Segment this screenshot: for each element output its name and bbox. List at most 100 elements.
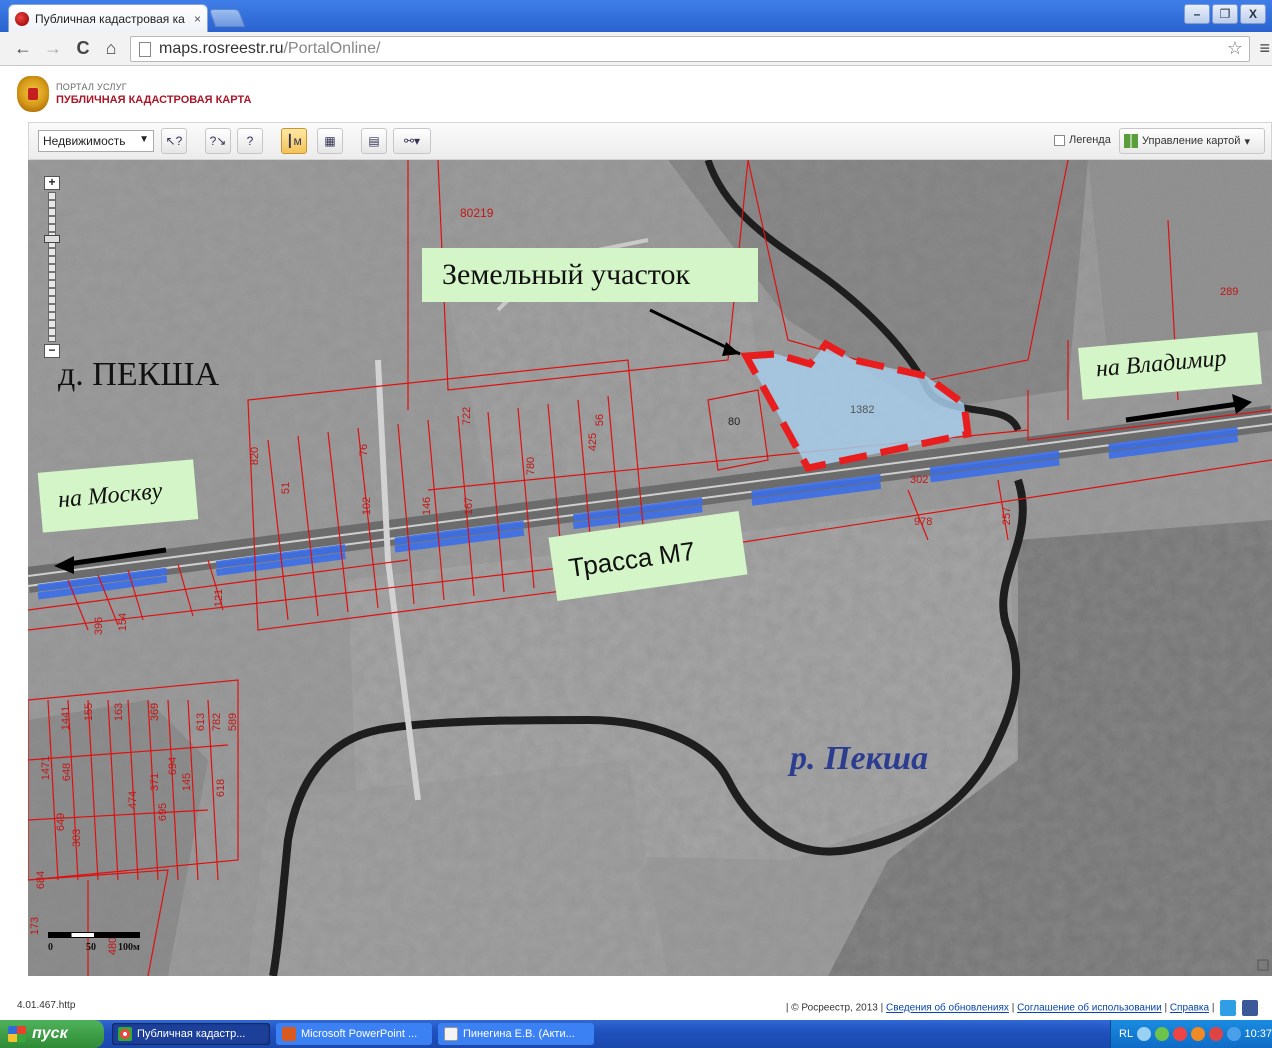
map-scale-bar: 0 50 100м (48, 932, 148, 958)
parcel-label[interactable]: 163 (113, 702, 126, 722)
parcel-label[interactable]: 695 (157, 802, 170, 822)
zoom-track[interactable] (44, 192, 60, 342)
print-icon[interactable]: ▤ (361, 128, 387, 154)
parcel-label[interactable]: 780 (525, 456, 538, 476)
page-icon (139, 41, 151, 57)
new-tab-button[interactable] (208, 9, 246, 27)
zoom-in-button[interactable]: + (44, 176, 60, 190)
forward-icon[interactable]: → (44, 38, 62, 58)
tray-icon[interactable] (1137, 1027, 1151, 1041)
parcel-label[interactable]: 694 (167, 756, 180, 776)
parcel-label[interactable]: 589 (227, 712, 240, 732)
taskbar-item-browser[interactable]: Публичная кадастр... (112, 1023, 270, 1045)
layer-dropdown-value: Недвижимость (43, 134, 126, 148)
parcel-label[interactable]: 371 (149, 772, 162, 792)
parcel-label[interactable]: 102 (361, 496, 374, 516)
tray-icon[interactable] (1154, 1027, 1169, 1041)
parcel-label[interactable]: 722 (461, 406, 474, 426)
legend-checkbox[interactable] (1054, 134, 1065, 146)
zoom-handle[interactable] (44, 235, 60, 243)
back-icon[interactable]: ← (14, 38, 32, 58)
parcel-label[interactable]: 155 (83, 702, 96, 722)
close-window-button[interactable]: X (1240, 4, 1266, 24)
browser-tab[interactable]: Публичная кадастровая ка × (8, 4, 208, 32)
language-indicator[interactable]: RL (1119, 1028, 1134, 1040)
tray-icon[interactable] (1208, 1027, 1223, 1041)
parcel-label[interactable]: 684 (35, 870, 48, 890)
updates-link[interactable]: Сведения об обновлениях (886, 1002, 1009, 1014)
tab-close-icon[interactable]: × (193, 11, 201, 26)
clock[interactable]: 10:37 (1244, 1028, 1272, 1040)
twitter-icon[interactable] (1220, 1000, 1237, 1016)
parcel-label[interactable]: 425 (587, 432, 600, 452)
windows-logo-icon (8, 1026, 26, 1042)
tray-icon[interactable] (1226, 1027, 1241, 1041)
parcel-label[interactable]: 56 (594, 413, 607, 427)
parcel-label[interactable]: 121 (213, 588, 226, 608)
facebook-icon[interactable] (1242, 1000, 1258, 1016)
portal-title[interactable]: ПУБЛИЧНАЯ КАДАСТРОВАЯ КАРТА (56, 94, 252, 106)
zoom-out-button[interactable]: − (44, 344, 60, 358)
browser-toolbar: ← → C ⌂ maps.rosreestr.ru/PortalOnline/ … (0, 32, 1272, 66)
select-info-icon[interactable]: ↖? (161, 128, 187, 154)
terms-link[interactable]: Соглашение об использовании (1017, 1002, 1162, 1014)
parcel-label[interactable]: 80219 (460, 206, 494, 220)
parcel-label[interactable]: 173 (29, 916, 42, 936)
parcel-label[interactable]: 257 (1001, 506, 1014, 526)
parcel-label[interactable]: 154 (117, 612, 130, 632)
legend-label: Легенда (1069, 134, 1111, 146)
taskbar-item-mail[interactable]: Пинегина Е.В. (Акти... (438, 1023, 594, 1045)
taskbar-item-powerpoint[interactable]: Microsoft PowerPoint ... (276, 1023, 432, 1045)
parcel-label[interactable]: 145 (181, 772, 194, 792)
parcel-label[interactable]: 302 (910, 474, 929, 486)
mail-icon (444, 1027, 458, 1041)
start-button[interactable]: пуск (0, 1020, 104, 1048)
legend-toggle[interactable]: Легенда (1054, 134, 1111, 146)
parcel-label[interactable]: 80 (728, 416, 741, 428)
parcel-label[interactable]: 618 (215, 778, 228, 798)
parcel-label[interactable]: 369 (149, 702, 162, 722)
identify-icon[interactable]: ?↘ (205, 128, 231, 154)
measure-icon[interactable]: ┃м (281, 128, 307, 154)
parcel-label[interactable]: 1471 (40, 755, 53, 781)
parcel-label[interactable]: 648 (61, 762, 74, 782)
map-canvas[interactable]: + − 80219 1382 80 289 978 302 257 820 76… (28, 160, 1272, 976)
dropdown-arrow-icon: ▼ (139, 134, 149, 145)
parcel-label[interactable]: 76 (358, 443, 371, 457)
area-measure-icon[interactable]: ▦ (317, 128, 343, 154)
parcel-label[interactable]: 289 (1220, 286, 1239, 298)
help-icon[interactable]: ? (237, 128, 263, 154)
parcel-label[interactable]: 1382 (850, 404, 875, 416)
chevron-down-icon: ▾ (1244, 135, 1250, 148)
help-link[interactable]: Справка (1169, 1002, 1210, 1014)
zoom-slider[interactable]: + − (44, 176, 60, 362)
reload-icon[interactable]: C (76, 38, 90, 58)
link-icon[interactable]: ⚯▾ (393, 128, 431, 154)
parcel-label[interactable]: 396 (93, 616, 106, 636)
parcel-label[interactable]: 1441 (60, 705, 73, 731)
parcel-label[interactable]: 782 (211, 712, 224, 732)
tray-icon[interactable] (1172, 1027, 1187, 1041)
parcel-label[interactable]: 303 (71, 828, 84, 848)
parcel-label[interactable]: 613 (195, 712, 208, 732)
bookmark-star-icon[interactable]: ☆ (1226, 38, 1243, 58)
system-tray: RL 10:37 (1110, 1020, 1272, 1048)
parcel-label[interactable]: 649 (55, 812, 68, 832)
map-management-button[interactable]: Управление картой ▾ (1119, 128, 1265, 154)
address-bar[interactable]: maps.rosreestr.ru/PortalOnline/ ☆ (130, 36, 1250, 62)
parcel-label[interactable]: 820 (249, 446, 262, 466)
url-host: maps.rosreestr.ru (159, 40, 284, 57)
tray-icon[interactable] (1190, 1027, 1205, 1041)
layer-dropdown[interactable]: Недвижимость ▼ (38, 130, 154, 152)
parcel-label[interactable]: 978 (914, 516, 933, 528)
copyright-text: | © Росреестр, 2013 | (785, 1002, 884, 1014)
parcel-label[interactable]: 146 (421, 496, 434, 516)
site-favicon-icon (15, 11, 29, 26)
restore-button[interactable]: ❐ (1212, 4, 1238, 24)
parcel-label[interactable]: 167 (463, 496, 476, 516)
parcel-label[interactable]: 51 (280, 481, 293, 495)
browser-menu-icon[interactable]: ≡ (1259, 38, 1270, 58)
home-icon[interactable]: ⌂ (105, 38, 117, 58)
parcel-label[interactable]: 474 (127, 790, 140, 810)
minimize-button[interactable]: – (1184, 4, 1210, 24)
